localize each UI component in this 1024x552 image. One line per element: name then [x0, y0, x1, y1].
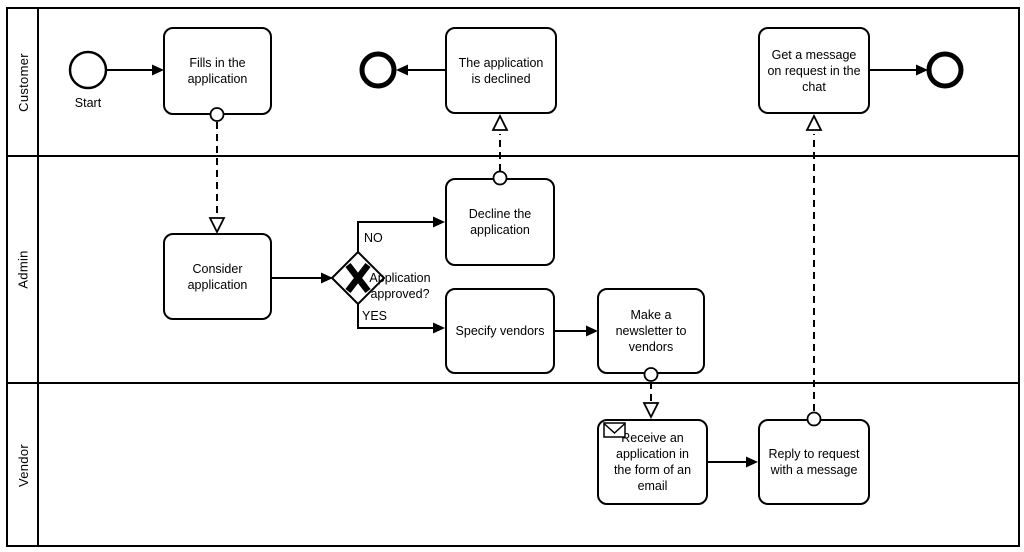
- gateway-question-label: Application approved?: [369, 271, 431, 301]
- lane-label-admin: Admin: [8, 157, 38, 382]
- lane-label-customer-text: Customer: [15, 52, 31, 112]
- task-make-newsletter: Make a newsletter to vendors: [597, 288, 705, 374]
- task-application-declined: The application is declined: [445, 27, 557, 114]
- gateway-yes-label: YES: [362, 309, 388, 323]
- lane-label-vendor: Vendor: [8, 384, 38, 546]
- task-consider-application: Consider application: [163, 233, 272, 320]
- task-specify-vendors: Specify vendors: [445, 288, 555, 374]
- task-reply-with-message: Reply to request with a message: [758, 419, 870, 505]
- start-event-label: Start: [74, 96, 102, 110]
- task-decline-application: Decline the application: [445, 178, 555, 266]
- lane-label-vendor-text: Vendor: [15, 443, 31, 487]
- task-get-message-chat: Get a message on request in the chat: [758, 27, 870, 114]
- gateway-no-label: NO: [364, 231, 383, 245]
- lane-separator-customer-admin: [6, 155, 1020, 157]
- task-fills-in-application: Fills in the application: [163, 27, 272, 115]
- lane-label-admin-text: Admin: [15, 250, 31, 289]
- lane-label-column-divider: [37, 7, 39, 547]
- lane-label-customer: Customer: [8, 8, 38, 156]
- lane-separator-admin-vendor: [6, 382, 1020, 384]
- task-receive-application-email: Receive an application in the form of an…: [597, 419, 708, 505]
